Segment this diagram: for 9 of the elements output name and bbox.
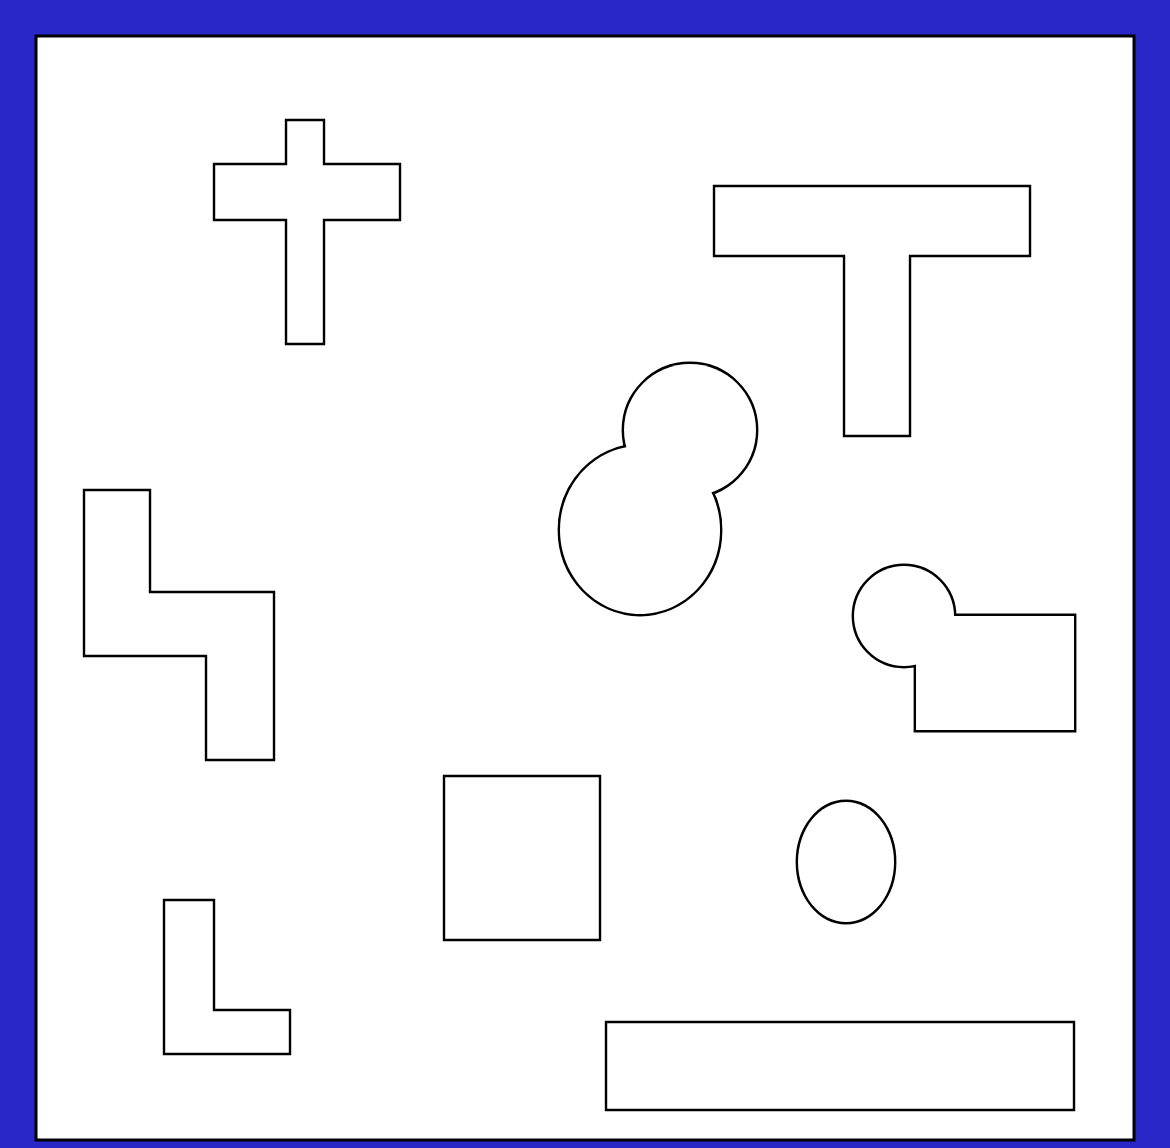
square-shape bbox=[442, 774, 602, 942]
keyhole-shape bbox=[851, 563, 1077, 733]
cross-shape bbox=[212, 118, 402, 346]
step-shape bbox=[82, 488, 276, 762]
bar-shape bbox=[604, 1020, 1076, 1112]
ell-shape bbox=[162, 898, 292, 1056]
tee-shape bbox=[712, 184, 1032, 438]
circle-shape bbox=[795, 799, 897, 925]
blob-shape bbox=[557, 361, 759, 617]
